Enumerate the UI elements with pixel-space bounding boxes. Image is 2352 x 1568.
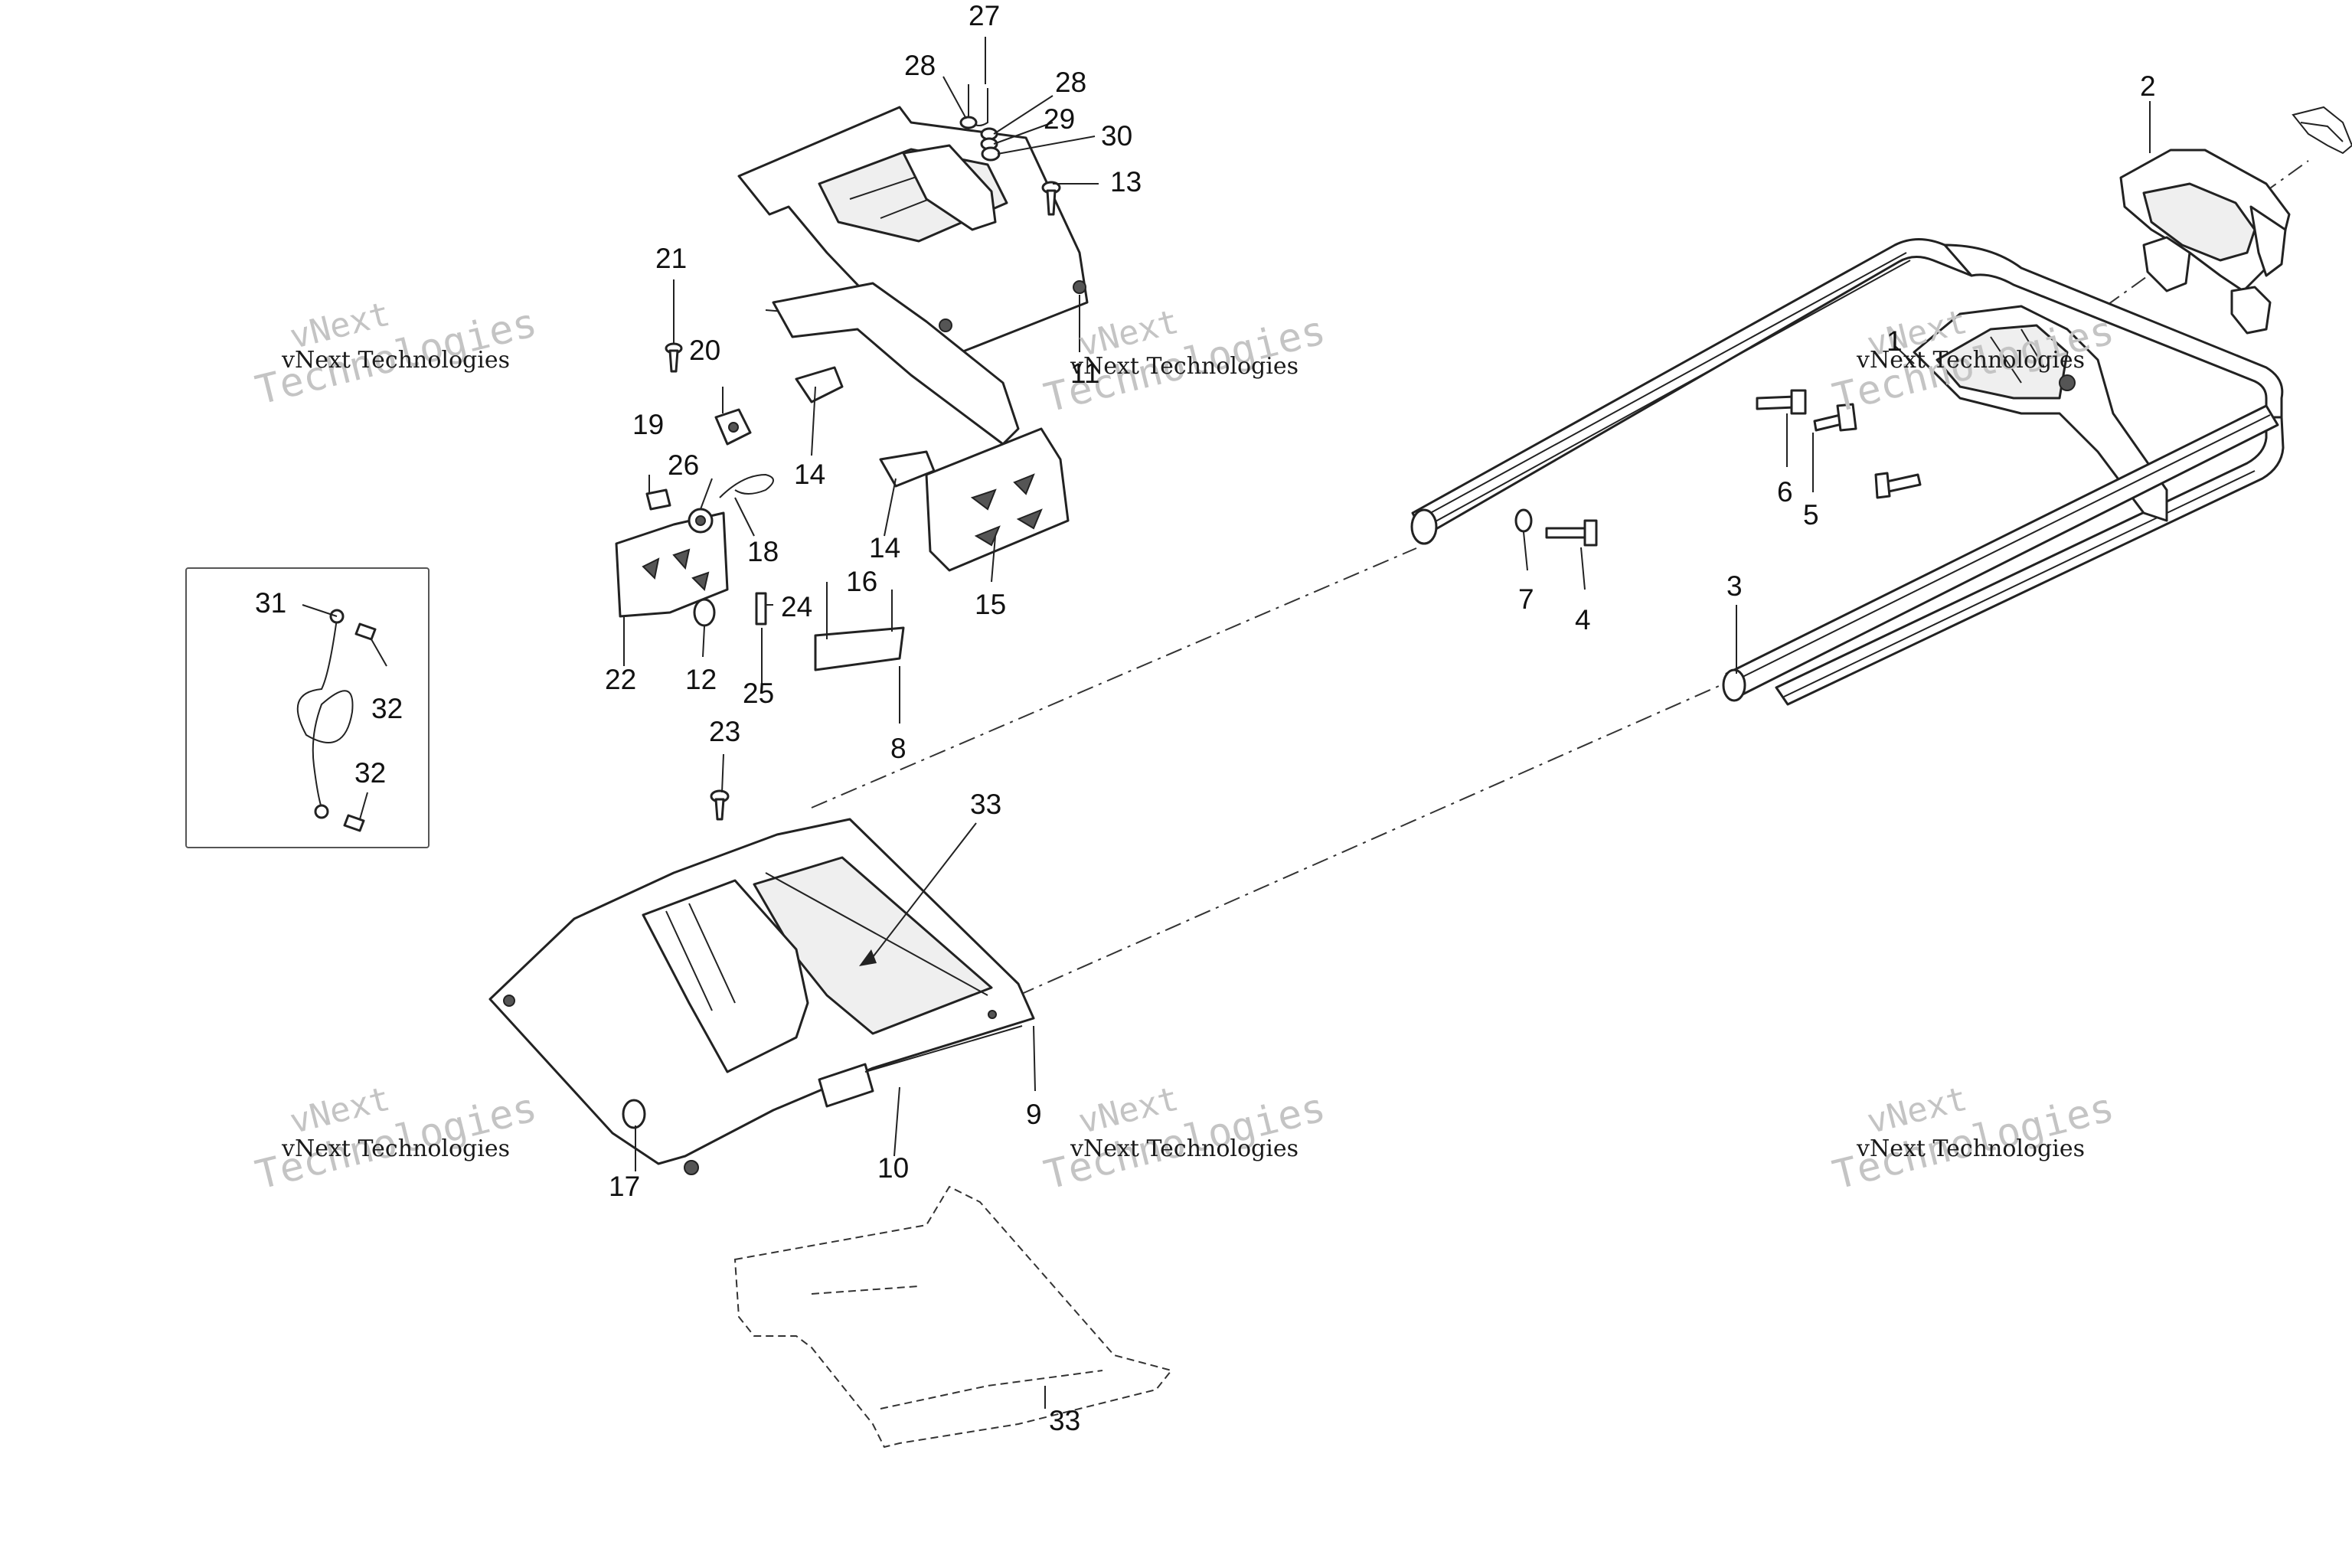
callout-33a: 33 [970,789,1001,820]
watermark-caption-6: vNext Technologies [1856,1135,2085,1162]
frame-rail-bracket [1913,305,2168,522]
floor-mat-33-part [733,1185,1173,1449]
nut-17-part [622,1099,646,1129]
callout-30: 30 [1101,120,1132,152]
watermark-4: vNext Technologies [251,1080,541,1199]
callout-13: 13 [1110,166,1142,198]
bracket-14a-part [795,366,844,403]
callout-3: 3 [1726,570,1743,602]
watermark-caption-1: vNext Technologies [281,347,510,374]
callout-14a: 14 [794,459,825,490]
callout-33b: 33 [1049,1405,1080,1436]
top-cover-part [737,106,1089,446]
watermark-5: vNext Technologies [1040,1080,1330,1199]
callout-28a: 28 [904,50,936,81]
callout-27: 27 [969,0,1000,31]
washer-28a-part [959,116,978,129]
frame-rail-assembly [1410,238,2285,706]
watermark-caption-4: vNext Technologies [281,1135,510,1162]
pin-24-part [755,592,767,626]
callout-32b: 32 [354,757,386,789]
part-19 [645,488,671,511]
callout-25: 25 [743,678,774,709]
callout-7: 7 [1518,583,1534,615]
part-20 [714,408,752,446]
bracket-plate-8-part [814,597,905,671]
callout-17: 17 [609,1171,640,1202]
screw-23-part [710,789,730,821]
callout-24: 24 [781,591,812,622]
callout-15: 15 [975,589,1006,620]
rear-fender-tub-part [488,818,1035,1175]
watermark-caption-5: vNext Technologies [1070,1135,1298,1162]
callout-6: 6 [1777,476,1793,508]
callout-9: 9 [1026,1099,1042,1130]
bolt-5-part [1813,403,1857,432]
callout-23: 23 [709,716,740,747]
watermark-caption-2: vNext Technologies [1070,353,1298,380]
end-cap-part [2119,149,2291,335]
lower-rail-part [1722,404,2279,702]
nut-30-part [981,146,1001,162]
callout-11: 11 [1070,358,1099,389]
callout-8: 8 [890,733,906,764]
cable-inset-box [185,567,430,848]
callout-10: 10 [877,1152,909,1184]
bolt-4-part [1545,519,1598,547]
callout-4: 4 [1575,604,1591,635]
leader-lines [302,37,2151,1409]
callout-22: 22 [605,664,636,695]
callout-2: 2 [2140,70,2156,102]
callout-20: 20 [689,335,720,366]
bolt-6-part [1756,389,1807,415]
end-cap-ghost-part [2292,106,2352,155]
nut-12-part [693,598,716,627]
callout-18: 18 [747,536,779,567]
callouts: 1 2 3 4 5 6 7 8 9 10 11 12 13 14 14 15 1… [255,0,2156,1436]
mounting-plate-15-part [925,427,1070,572]
callout-19: 19 [632,409,664,440]
watermark-caption-3: vNext Technologies [1856,347,2085,374]
side-bracket-22-part [615,508,729,618]
watermark-1: vNext Technologies [251,295,541,414]
bolt-extra-part [1874,472,1922,499]
callout-31: 31 [255,587,286,619]
callout-1: 1 [1886,325,1903,357]
screw-13-part [1041,181,1061,216]
watermark-6: vNext Technologies [1828,1080,2118,1199]
callout-5: 5 [1803,499,1819,531]
callout-26: 26 [668,449,699,481]
arrow-33-icon [859,949,877,966]
spring-18-part [719,473,774,498]
alignment-lines [811,160,2309,996]
callout-16: 16 [846,566,877,597]
callout-32a: 32 [371,693,403,724]
callout-14b: 14 [869,532,900,564]
callout-21: 21 [655,243,687,274]
callout-29: 29 [1044,103,1075,135]
washer-7-part [1514,508,1533,533]
callout-28b: 28 [1055,67,1086,98]
screw-21-part [665,342,683,373]
callout-12: 12 [685,664,717,695]
